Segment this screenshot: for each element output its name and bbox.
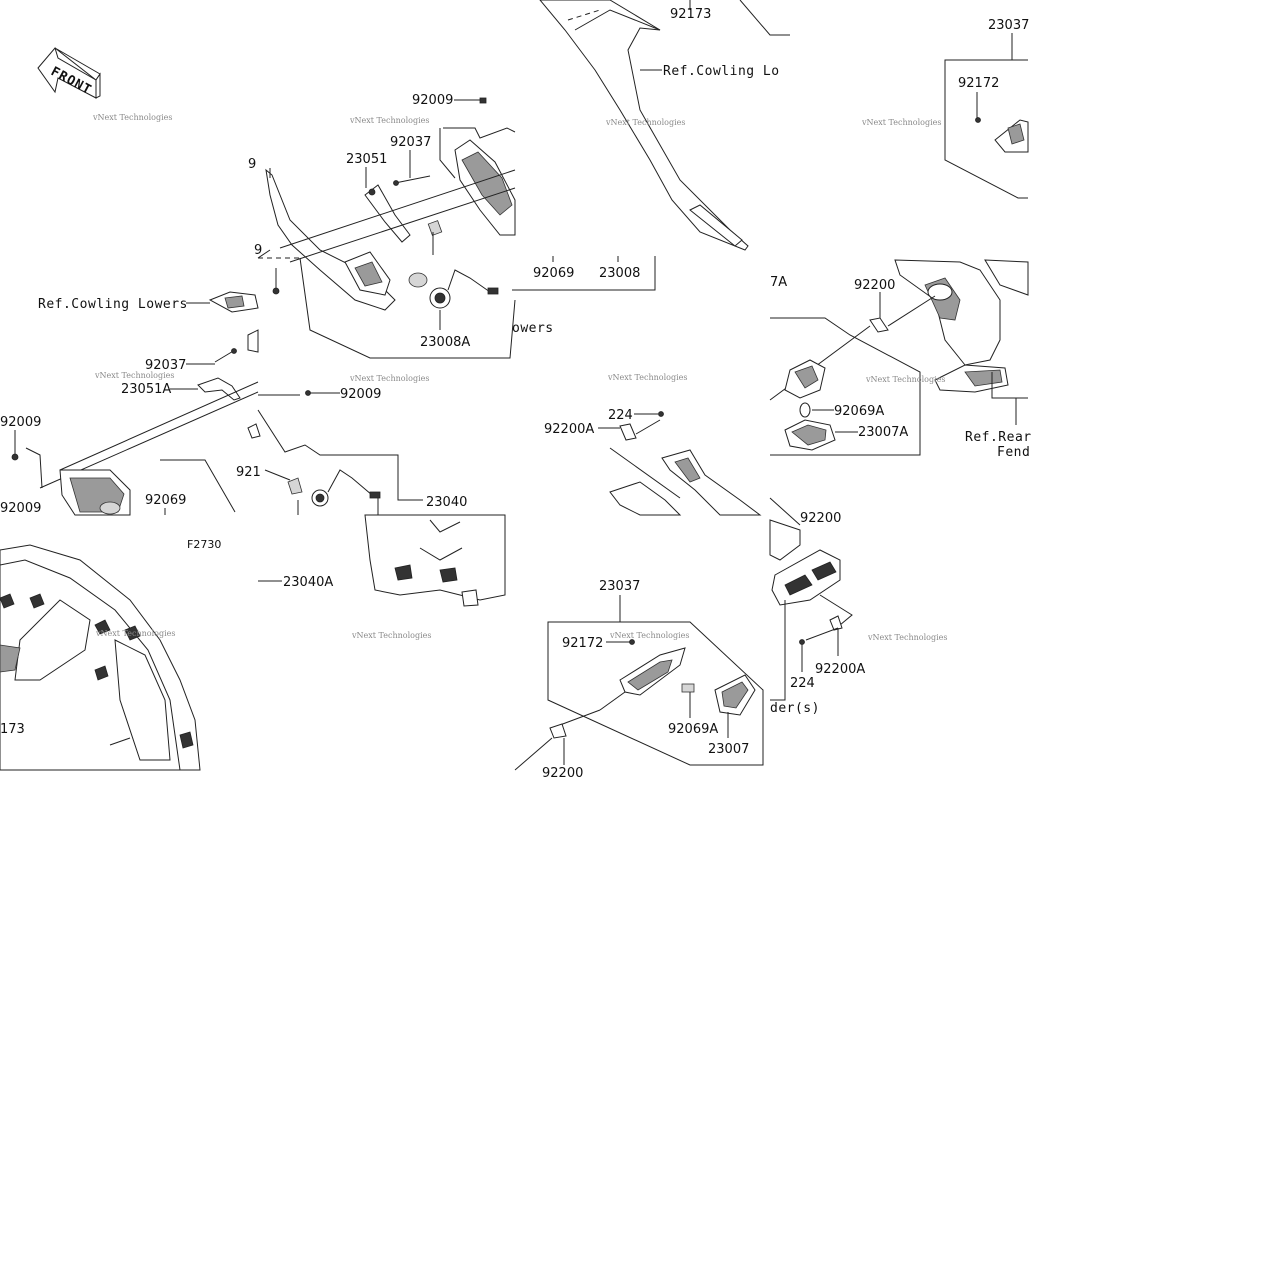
cowling-panel-top [539,0,790,251]
callout-92069A-bottom: 92069A [668,722,718,737]
callout-23037-bottom: 23037 [599,579,640,594]
callout-92009-d: 92009 [0,501,41,516]
callout-23007A: 23007A [858,425,908,440]
callout-92173-top: 92173 [670,7,711,22]
lower-panel-bracket [364,514,506,607]
rear-turn-signal-mount-lower [769,497,853,701]
callout-92200-bottom: 92200 [542,766,583,781]
callout-92069-left: 92069 [145,493,186,508]
watermark-text: vNext Technologies [607,373,687,382]
callout-92200A-bottom: 92200A [815,662,865,677]
rear-bracket-assembly [598,411,762,516]
callout-92069A-right: 92069A [834,404,884,419]
callout-92200-mid: 92200 [800,511,841,526]
watermark-text: vNext Technologies [349,116,429,125]
callout-92009-b: 92009 [340,387,381,402]
callout-92172-bottom: 92172 [562,636,603,651]
ref-rear-fender-2: Fend [997,445,1030,460]
callout-92200-top: 92200 [854,278,895,293]
callout-23051: 23051 [346,152,387,167]
turn-signal-assembly-bottom [514,595,764,771]
callout-921-partial: 921 [236,465,261,480]
diagram-code: F2730 [187,538,221,551]
callout-9-b: 9 [254,243,262,258]
watermark-text: vNext Technologies [94,371,174,380]
watermark-text: vNext Technologies [865,375,945,384]
front-arrow-icon: FRONT [37,46,101,99]
callout-23040: 23040 [426,495,467,510]
callout-173-partial: 173 [0,722,25,737]
callout-92009-a: 92009 [412,93,453,108]
ref-cowling-lowers-left: Ref.Cowling Lowers [38,297,188,312]
watermark-text: vNext Technologies [351,631,431,640]
callout-92037-a: 92037 [390,135,431,150]
ref-lowers-partial: owers [512,321,554,336]
watermark-text: vNext Technologies [867,633,947,642]
callout-224-top: 224 [608,408,633,423]
watermark-text: vNext Technologies [609,631,689,640]
callout-92069-top: 92069 [533,266,574,281]
callout-7A-partial: 7A [770,275,787,290]
callout-9-a: 9 [248,157,256,172]
callout-92172-right: 92172 [958,76,999,91]
ref-fender-partial: der(s) [770,701,820,716]
rear-turn-signal-assembly-right [769,259,1029,456]
callout-92009-c: 92009 [0,415,41,430]
callout-92037-b: 92037 [145,358,186,373]
upper-cowling-panel-lower-left [0,544,201,771]
front-turn-signal-assembly-lower [11,348,423,516]
ref-rear-fender-1: Ref.Rear [965,430,1032,445]
watermarks: vNext Technologies vNext Technologies vN… [92,113,947,642]
watermark-text: vNext Technologies [605,118,685,127]
callout-23037-right: 23037 [988,18,1029,33]
front-turn-signal-assembly-upper [257,97,656,359]
callout-23008: 23008 [599,266,640,281]
watermark-text: vNext Technologies [349,374,429,383]
watermark-text: vNext Technologies [861,118,941,127]
callout-23051A: 23051A [121,382,171,397]
callout-23040A: 23040A [283,575,333,590]
callout-92200A-top: 92200A [544,422,594,437]
turn-signal-assembly-top-right [944,33,1029,199]
ref-cowling-lowers-top: Ref.Cowling Lo [663,64,780,79]
watermark-text: vNext Technologies [92,113,172,122]
callout-224-bottom: 224 [790,676,815,691]
callout-23007: 23007 [708,742,749,757]
watermark-text: vNext Technologies [95,629,175,638]
callout-23008A: 23008A [420,335,470,350]
